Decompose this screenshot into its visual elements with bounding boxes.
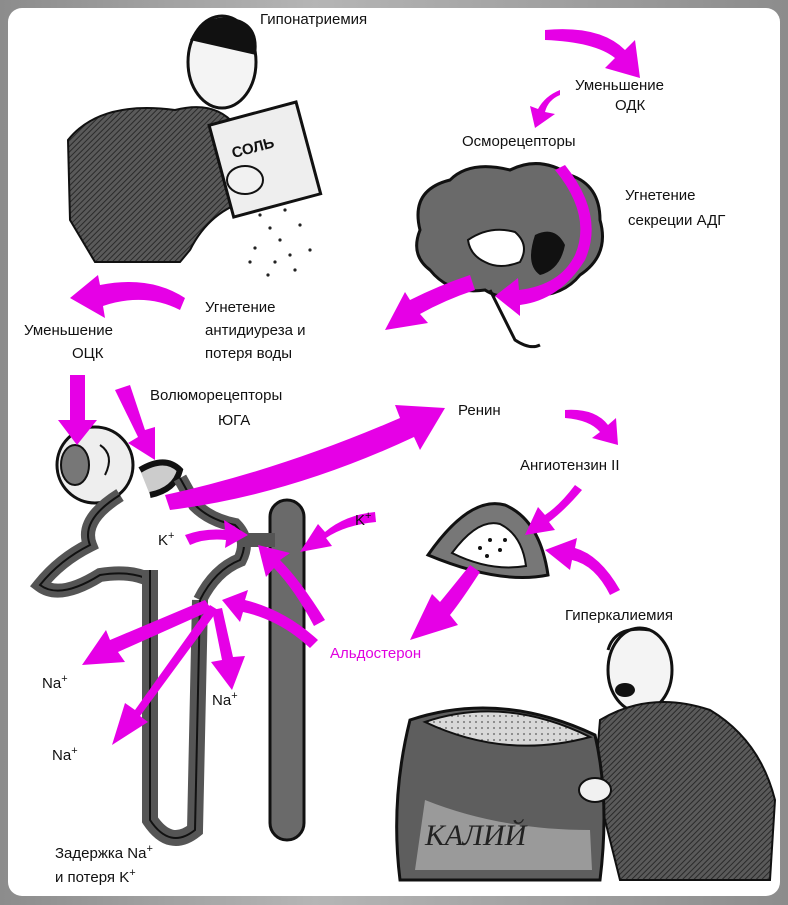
ion-k-right: K+ [355,510,371,529]
label-retention-line1: Задержка Na+ [55,843,153,862]
arrow-to-ock [70,275,185,318]
ion-k-left: K+ [158,530,174,549]
label-decrease-odk-line1: Уменьшение [575,77,664,94]
diagram-canvas: СОЛЬ [8,8,780,896]
label-aldosterone: Альдостерон [330,645,421,662]
ion-na-2: Na+ [212,690,238,709]
label-adh-inhibit-line1: Угнетение [625,187,696,204]
arrow-to-angiotensin [565,410,618,445]
label-antidiuresis-line1: Угнетение [205,299,276,316]
arrow-to-renin [165,405,445,510]
label-volumoreceptors-line2: ЮГА [218,412,250,429]
label-decrease-ock-line2: ОЦК [72,345,104,362]
arrow-hyperkalemia-to-adrenal [545,538,620,595]
diagram-card: СОЛЬ [8,8,780,896]
label-decrease-ock-line1: Уменьшение [24,322,113,339]
ion-na-1: Na+ [42,673,68,692]
arrow-adrenal-to-aldosterone [410,565,480,640]
label-volumoreceptors-line1: Волюморецепторы [150,387,282,404]
ion-na-3: Na+ [52,745,78,764]
label-decrease-odk-line2: ОДК [615,97,645,114]
man-potassium-illustration: КАЛИЙ [397,628,775,880]
label-adh-inhibit-line2: секреции АДГ [628,212,725,229]
potassium-bag-label: КАЛИЙ [424,819,529,852]
arrow-to-antidiuresis [385,275,475,330]
label-retention-line2: и потеря K+ [55,867,136,886]
adrenal-gland-illustration [428,504,548,578]
label-antidiuresis-line3: потеря воды [205,345,292,362]
arrow-to-osmoreceptors [530,90,560,128]
label-renin: Ренин [458,402,501,419]
label-antidiuresis-line2: антидиуреза и [205,322,305,339]
man-salting-illustration: СОЛЬ [68,16,321,277]
arrow-angiotensin-to-adrenal [525,485,582,535]
label-hyponatremia: Гипонатриемия [260,11,367,28]
label-hyperkalemia: Гиперкалиемия [565,607,673,624]
arrow-to-odk [545,29,640,78]
label-angiotensin: Ангиотензин II [520,457,620,474]
label-osmoreceptors: Осморецепторы [462,133,576,150]
